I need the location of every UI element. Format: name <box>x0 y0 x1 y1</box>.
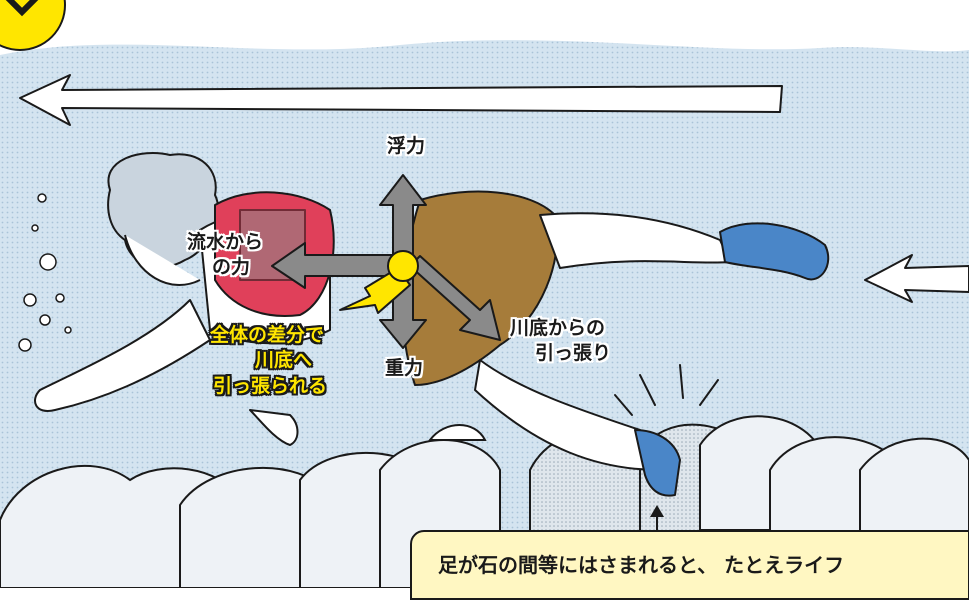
swimmer-figure <box>34 152 830 497</box>
force-arrows <box>271 174 501 349</box>
label-net-line1: 全体の差分で <box>210 324 325 346</box>
label-current-force-line2: の力 <box>212 256 251 278</box>
label-riverbed-pull-line2: 引っ張り <box>535 342 612 364</box>
riverbed-pull-arrow <box>409 255 501 341</box>
resultant-arrow <box>339 250 419 314</box>
label-gravity: 重力 <box>385 357 424 379</box>
impact-lines <box>614 364 719 416</box>
label-net-line2: 川底へ <box>255 349 313 371</box>
label-buoyancy: 浮力 <box>387 135 426 157</box>
current-arrow-top <box>19 74 783 126</box>
caption-text: 足が石の間等にはさまれると、 たとえライフ <box>438 553 845 577</box>
label-current-force-line1: 流水から <box>187 231 264 253</box>
bubbles <box>18 193 72 352</box>
label-net-line3: 引っ張られる <box>213 375 328 397</box>
current-arrow-right <box>864 254 969 303</box>
label-riverbed-pull-line1: 川底からの <box>510 317 606 339</box>
buoyancy-arrow <box>379 174 427 263</box>
badge-icon <box>0 0 66 51</box>
